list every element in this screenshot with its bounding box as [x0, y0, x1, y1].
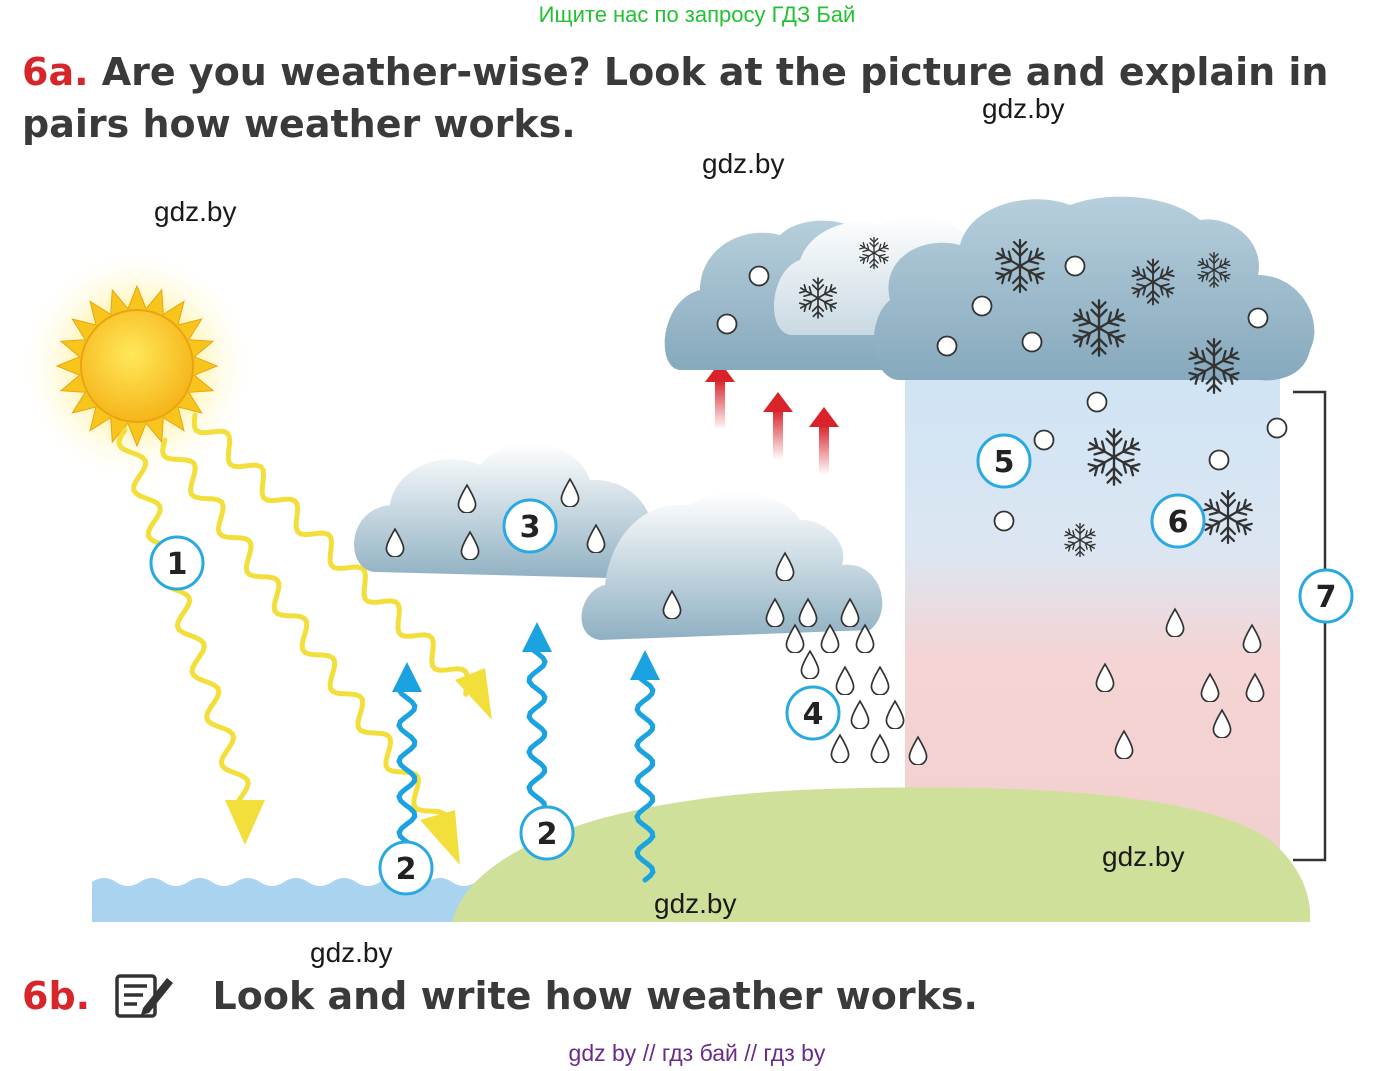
snow-cloud-large [873, 196, 1315, 381]
raindrop-icon [800, 650, 820, 679]
task-6a-heading: 6a. Are you weather-wise? Look at the pi… [22, 46, 1382, 150]
hail-icon [993, 510, 1015, 532]
raindrop-icon [835, 666, 855, 695]
task-6b-heading: 6b. Look and write how weather works. [22, 970, 978, 1022]
footer: gdz by // гдз бай // гдз by [568, 1040, 826, 1066]
task-6a-text: Are you weather-wise? Look at the pictur… [22, 50, 1329, 146]
hail-icon [1033, 429, 1055, 451]
top-banner: Ищите нас по запросу ГДЗ Бай [538, 2, 856, 27]
diagram-label-4: 4 [785, 685, 841, 741]
watermark: gdz.by [154, 196, 237, 227]
diagram-label-text: 5 [994, 445, 1015, 480]
diagram-label-6: 6 [1150, 493, 1206, 549]
land-hill [452, 787, 1311, 922]
diagram-label-2: 2 [519, 805, 575, 861]
raindrop-icon [870, 666, 890, 695]
write-icon [113, 970, 177, 1022]
diagram-label-2: 2 [378, 840, 434, 896]
evaporation-arrowheads [392, 622, 660, 692]
task-6b-text: Look and write how weather works. [212, 974, 978, 1018]
warm-air-arrows [705, 362, 839, 475]
solar-rays [116, 412, 470, 823]
hail-icon [971, 295, 993, 317]
diagram-label-1: 1 [149, 535, 205, 591]
diagram-label-text: 6 [1168, 505, 1189, 540]
rain-cloud [354, 442, 653, 580]
diagram-label-text: 3 [520, 510, 541, 545]
diagram-label-7: 7 [1298, 568, 1354, 624]
diagram-label-text: 1 [167, 547, 188, 582]
watermark: gdz.by [1102, 841, 1185, 872]
diagram-label-text: 7 [1316, 580, 1337, 615]
diagram-label-5: 5 [976, 433, 1032, 489]
hail-icon [748, 265, 770, 287]
watermark: gdz.by [982, 93, 1065, 124]
hail-icon [1208, 449, 1230, 471]
raindrop-icon [870, 734, 890, 763]
height-bracket [1293, 390, 1327, 862]
hail-icon [1021, 331, 1043, 353]
hail-icon [1086, 391, 1108, 413]
raindrop-icon [850, 700, 870, 729]
hail-icon [936, 335, 958, 357]
diagram-label-text: 4 [803, 697, 824, 732]
evaporation-arrows [396, 647, 656, 883]
task-6b-number: 6b. [22, 974, 91, 1018]
watermark: gdz.by [702, 148, 785, 179]
watermark: gdz.by [654, 888, 737, 919]
raindrop-icon [885, 700, 905, 729]
watermark: gdz.by [310, 937, 393, 968]
solar-ray-arrowheads [225, 668, 492, 865]
hail-icon [1064, 255, 1086, 277]
hail-icon [716, 313, 738, 335]
hail-icon [1266, 417, 1288, 439]
diagram-label-text: 2 [396, 852, 417, 887]
diagram-label-text: 2 [537, 817, 558, 852]
diagram-label-3: 3 [502, 498, 558, 554]
task-6a-number: 6a. [22, 50, 89, 94]
sun-icon [17, 246, 257, 486]
raindrop-icon [830, 734, 850, 763]
hail-icon [1247, 307, 1269, 329]
sea-water [92, 878, 480, 922]
